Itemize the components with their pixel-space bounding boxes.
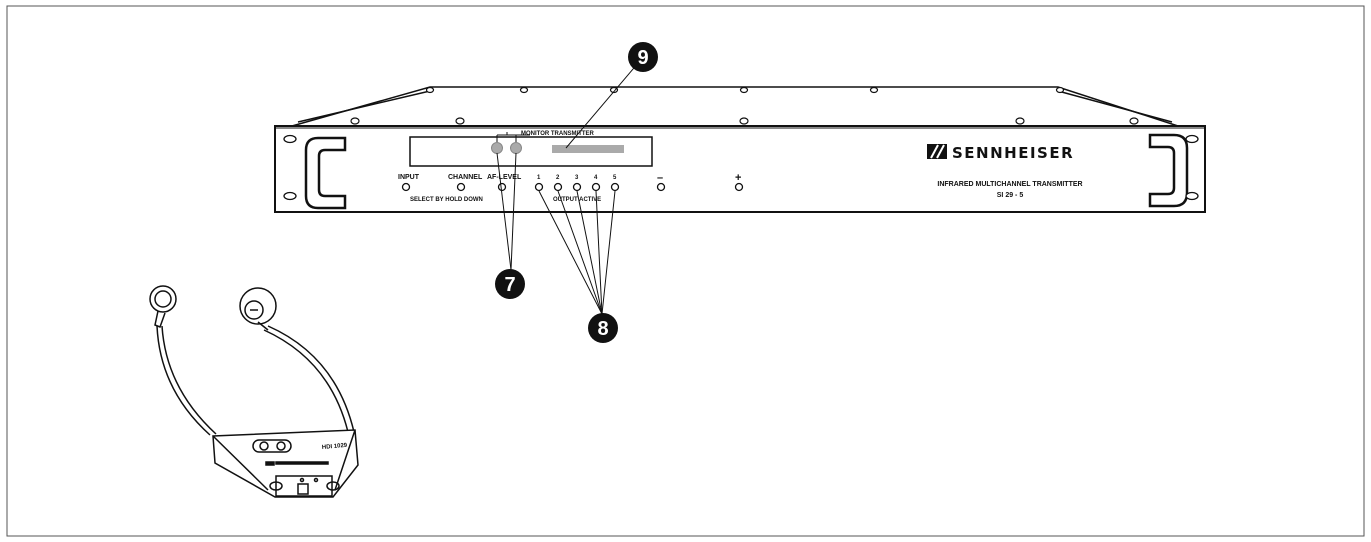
output-led-1 [534,182,544,192]
left-mount-holes [283,134,297,201]
af-level-button[interactable] [497,182,507,192]
input-label: INPUT [398,174,420,181]
callout-9-badge [628,42,658,72]
output-number-2: 2 [556,175,560,181]
model-number: SI 29 - 5 [997,192,1024,199]
plus-button[interactable] [734,182,744,192]
model-title: INFRARED MULTICHANNEL TRANSMITTER [937,181,1082,188]
monitor-label-bracket [496,132,530,142]
output-number-3: 3 [575,175,579,181]
right-handle [1148,133,1189,208]
monitor-indicator-left [491,142,503,154]
channel-label: CHANNEL [448,174,483,181]
right-mount-holes [1185,134,1199,201]
output-number-1: 1 [537,175,541,181]
callout-7-leaders [496,152,517,271]
stethoscope-receiver [149,285,359,498]
display-bar [552,145,624,153]
callout-7-number: 7 [504,274,515,296]
callout-9-leader [565,61,640,149]
left-handle [304,136,347,210]
minus-label: – [657,172,663,184]
plus-label: + [735,172,741,184]
sennheiser-logo-icon [927,144,947,159]
figure-border [6,5,1365,537]
output-led-2 [553,182,563,192]
callout-8-number: 8 [597,318,608,340]
callout-9-number: 9 [637,47,648,69]
output-led-4 [591,182,601,192]
select-by-hold-label: SELECT BY HOLD DOWN [410,197,483,203]
brand-name: SENNHEISER [952,144,1074,162]
transmitter-indicator-right [510,142,522,154]
minus-button[interactable] [656,182,666,192]
input-button[interactable] [401,182,411,192]
callout-8-badge [588,313,618,343]
output-active-label: OUTPUT ACTIVE [553,197,601,203]
monitor-transmitter-label: MONITOR TRANSMITTER [521,131,595,137]
output-number-4: 4 [594,175,598,181]
af-level-label: AF-LEVEL [487,174,522,181]
transmitter-top [291,86,1179,127]
top-screws [350,86,1139,125]
output-led-5 [610,182,620,192]
receiver-model-label: HDI 1029 [322,443,348,451]
channel-button[interactable] [456,182,466,192]
output-number-5: 5 [613,175,617,181]
output-led-3 [572,182,582,192]
callout-7-badge [495,269,525,299]
callout-8-leaders [538,190,616,315]
